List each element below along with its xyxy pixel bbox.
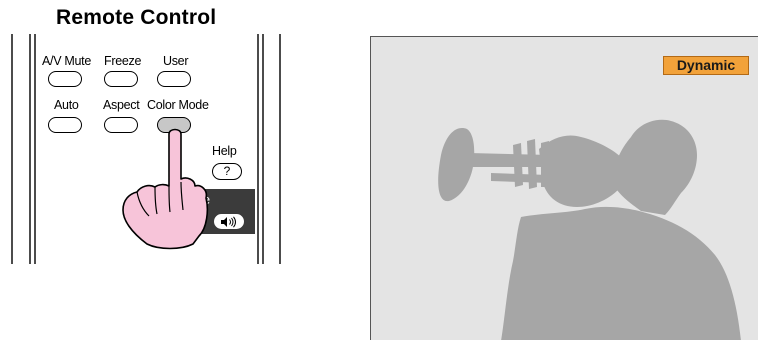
av-mute-button[interactable] <box>48 71 82 87</box>
freeze-label: Freeze <box>104 54 141 68</box>
color-mode-badge: Dynamic <box>663 56 749 75</box>
auto-button[interactable] <box>48 117 82 133</box>
page-title: Remote Control <box>56 6 216 30</box>
av-mute-label: A/V Mute <box>42 54 91 68</box>
color-mode-label: Color Mode <box>147 98 209 112</box>
aspect-label: Aspect <box>103 98 139 112</box>
user-button[interactable] <box>157 71 191 87</box>
projected-screen: Dynamic <box>370 36 758 340</box>
freeze-button[interactable] <box>104 71 138 87</box>
user-label: User <box>163 54 188 68</box>
auto-label: Auto <box>54 98 79 112</box>
remote-control: A/V Mute Freeze User Auto Aspect Color M… <box>0 34 300 274</box>
trumpet-player-silhouette <box>371 37 758 340</box>
pointing-hand-icon <box>115 124 225 254</box>
